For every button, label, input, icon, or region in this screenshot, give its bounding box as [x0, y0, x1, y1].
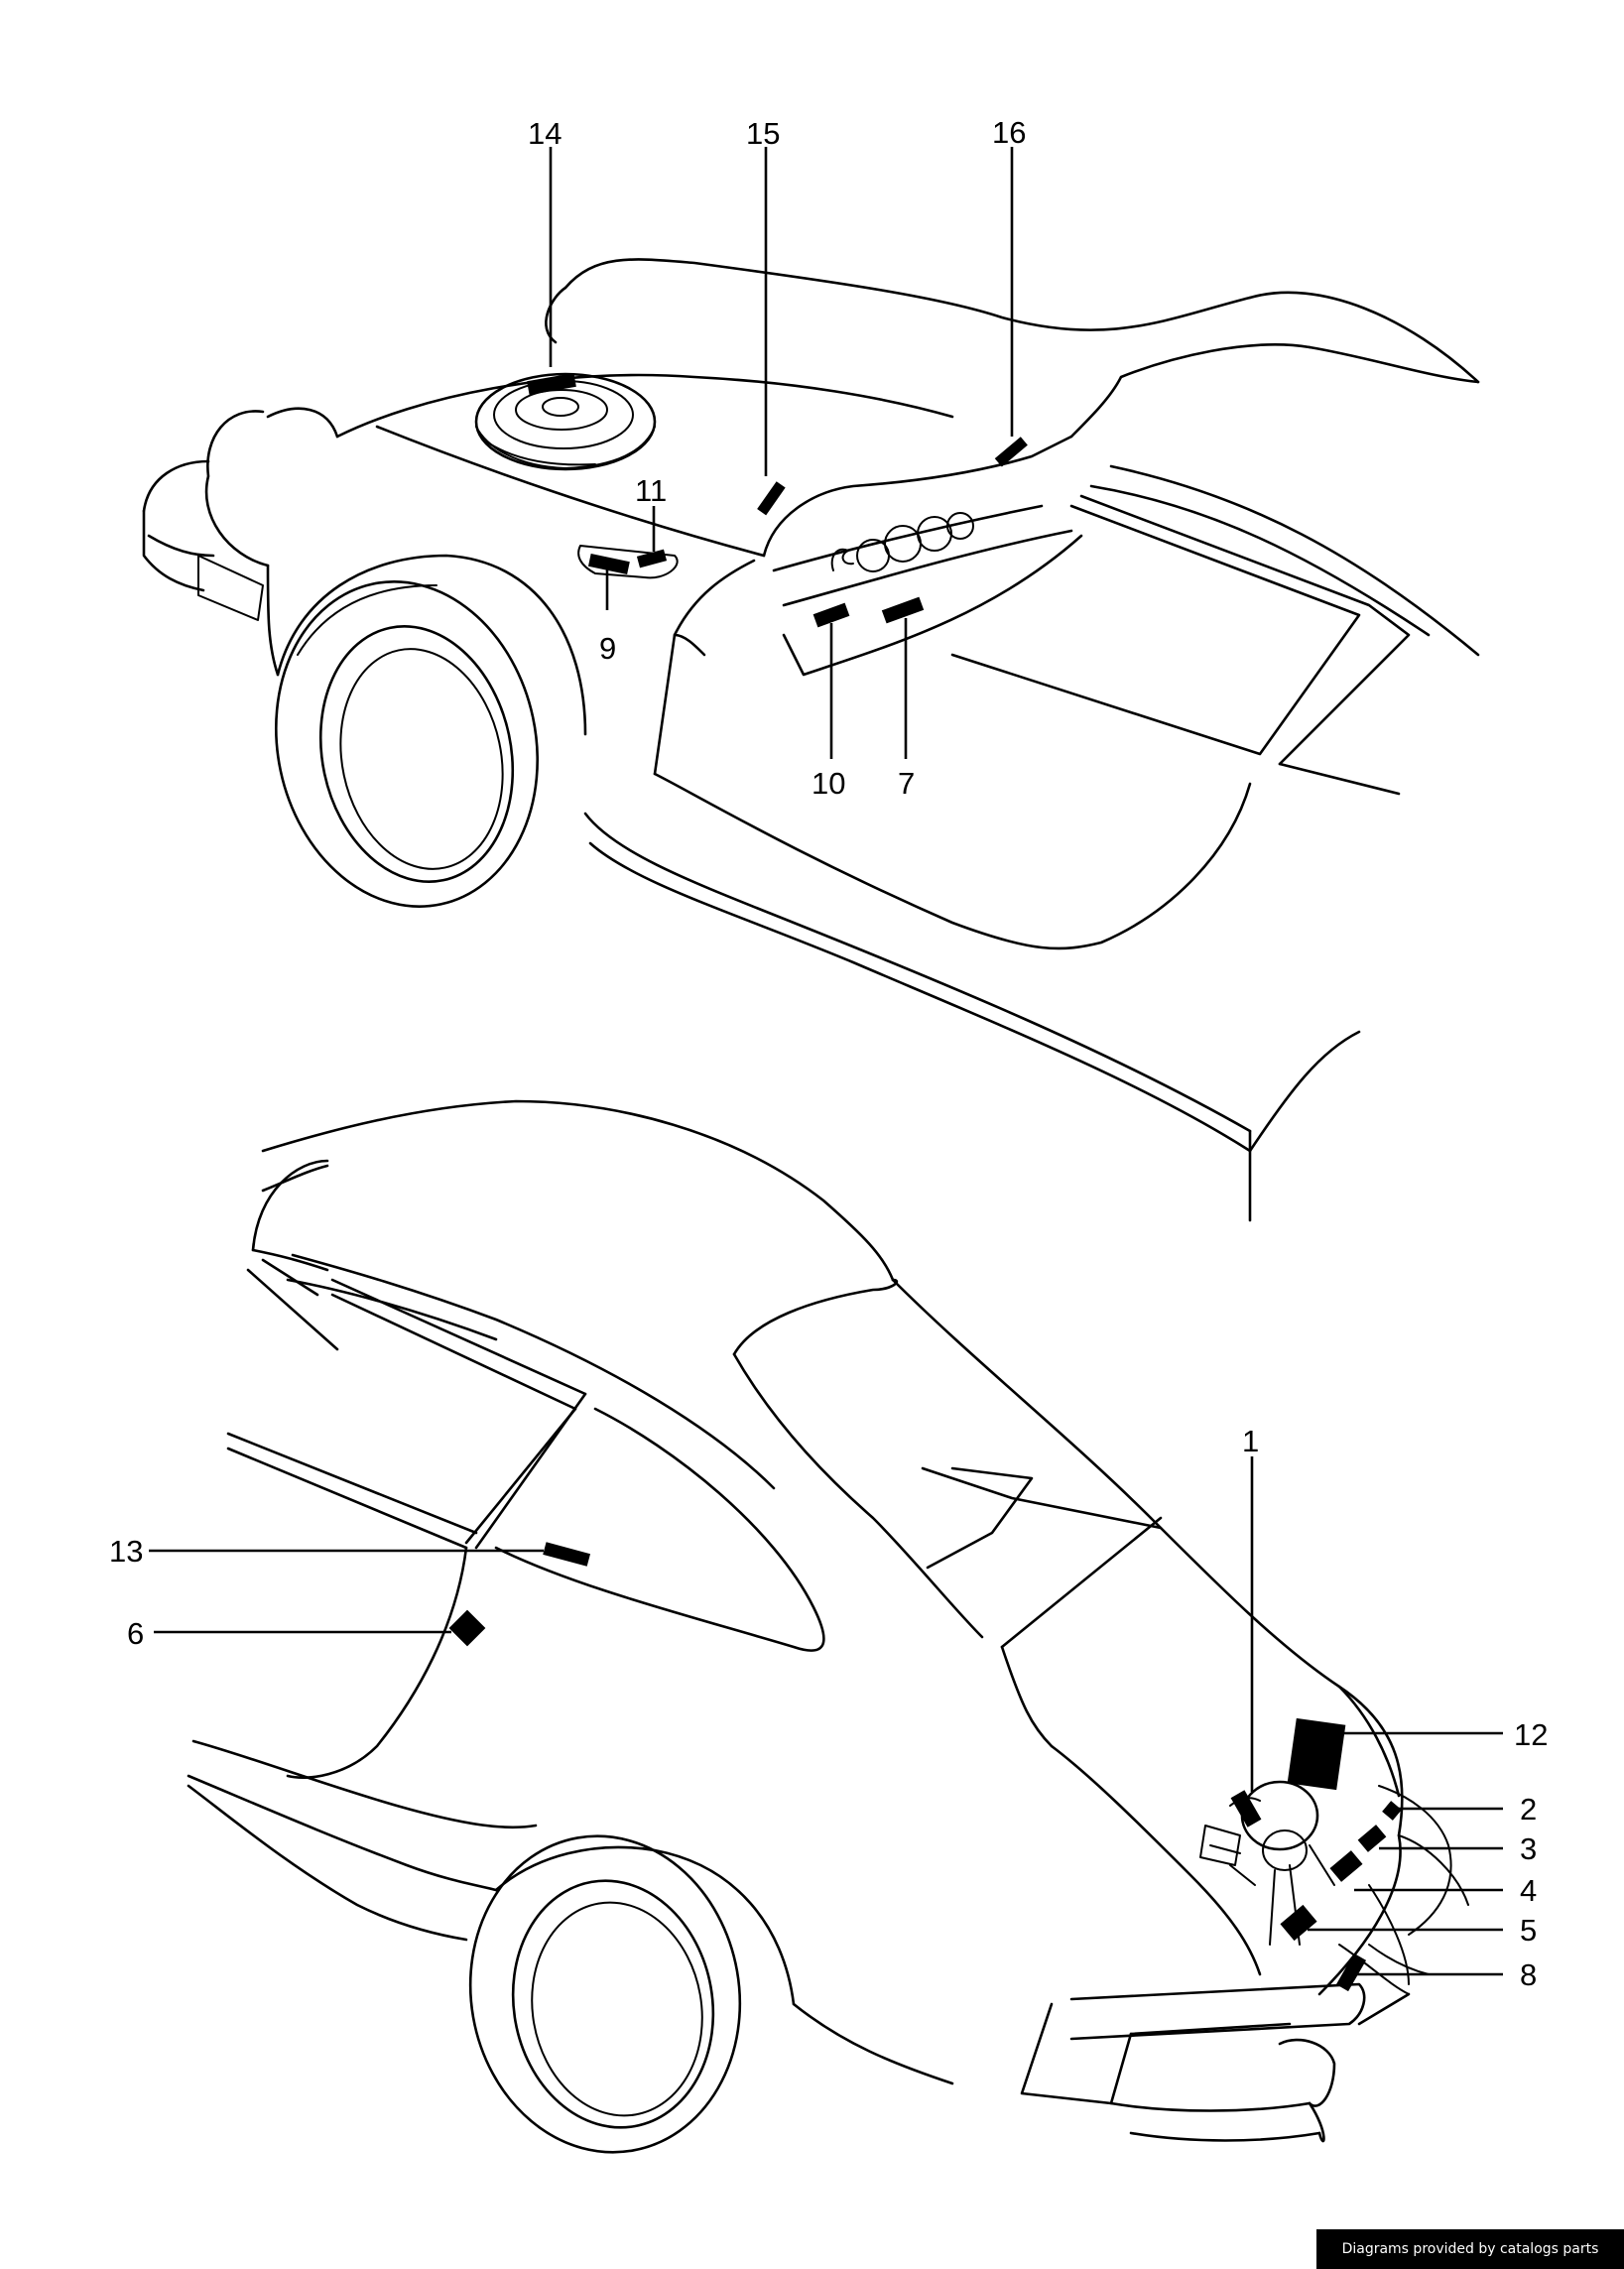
- callout-9: 9: [599, 631, 616, 666]
- callout-11: 11: [635, 473, 667, 508]
- decal-3: [1357, 1825, 1387, 1852]
- front-car-drawing: [142, 258, 1480, 1222]
- callout-8: 8: [1520, 1957, 1537, 1992]
- decal-1: [1230, 1790, 1262, 1828]
- callout-6: 6: [127, 1616, 144, 1651]
- decal-10: [812, 602, 850, 628]
- callout-14: 14: [528, 116, 562, 151]
- callout-5: 5: [1520, 1913, 1537, 1948]
- callout-4: 4: [1520, 1873, 1537, 1908]
- callout-13: 13: [109, 1534, 143, 1569]
- decal-15: [757, 481, 786, 516]
- decal-14: [527, 372, 576, 396]
- decal-13: [543, 1542, 591, 1567]
- callout-3: 3: [1520, 1831, 1537, 1866]
- decal-8: [1335, 1953, 1367, 1992]
- decal-4: [1329, 1850, 1363, 1882]
- decal-16: [994, 437, 1028, 467]
- callout-12: 12: [1514, 1717, 1548, 1752]
- rear-leaders: [149, 1456, 1503, 1976]
- decal-6: [448, 1609, 486, 1647]
- decal-9: [587, 553, 630, 575]
- callout-15: 15: [746, 116, 780, 151]
- callout-10: 10: [812, 766, 845, 801]
- decal-7: [881, 596, 925, 624]
- callout-7: 7: [898, 766, 915, 801]
- decal-11: [636, 549, 668, 568]
- footer-credit: Diagrams provided by catalogs parts: [1316, 2229, 1624, 2269]
- decal-5: [1280, 1904, 1317, 1942]
- callout-2: 2: [1520, 1792, 1537, 1827]
- decal-2: [1382, 1801, 1402, 1821]
- decal-12: [1287, 1717, 1346, 1791]
- top-leaders: [549, 147, 1014, 759]
- callout-1: 1: [1242, 1424, 1259, 1458]
- top-decals: [527, 372, 1028, 628]
- callout-16: 16: [992, 115, 1026, 150]
- callout-numbers: 14 15 16 11 9 10 7 13 6 1 12 2 3 4 5 8: [109, 115, 1548, 1992]
- rear-decals: [448, 1542, 1402, 1992]
- rear-car-drawing: [187, 1099, 1469, 2154]
